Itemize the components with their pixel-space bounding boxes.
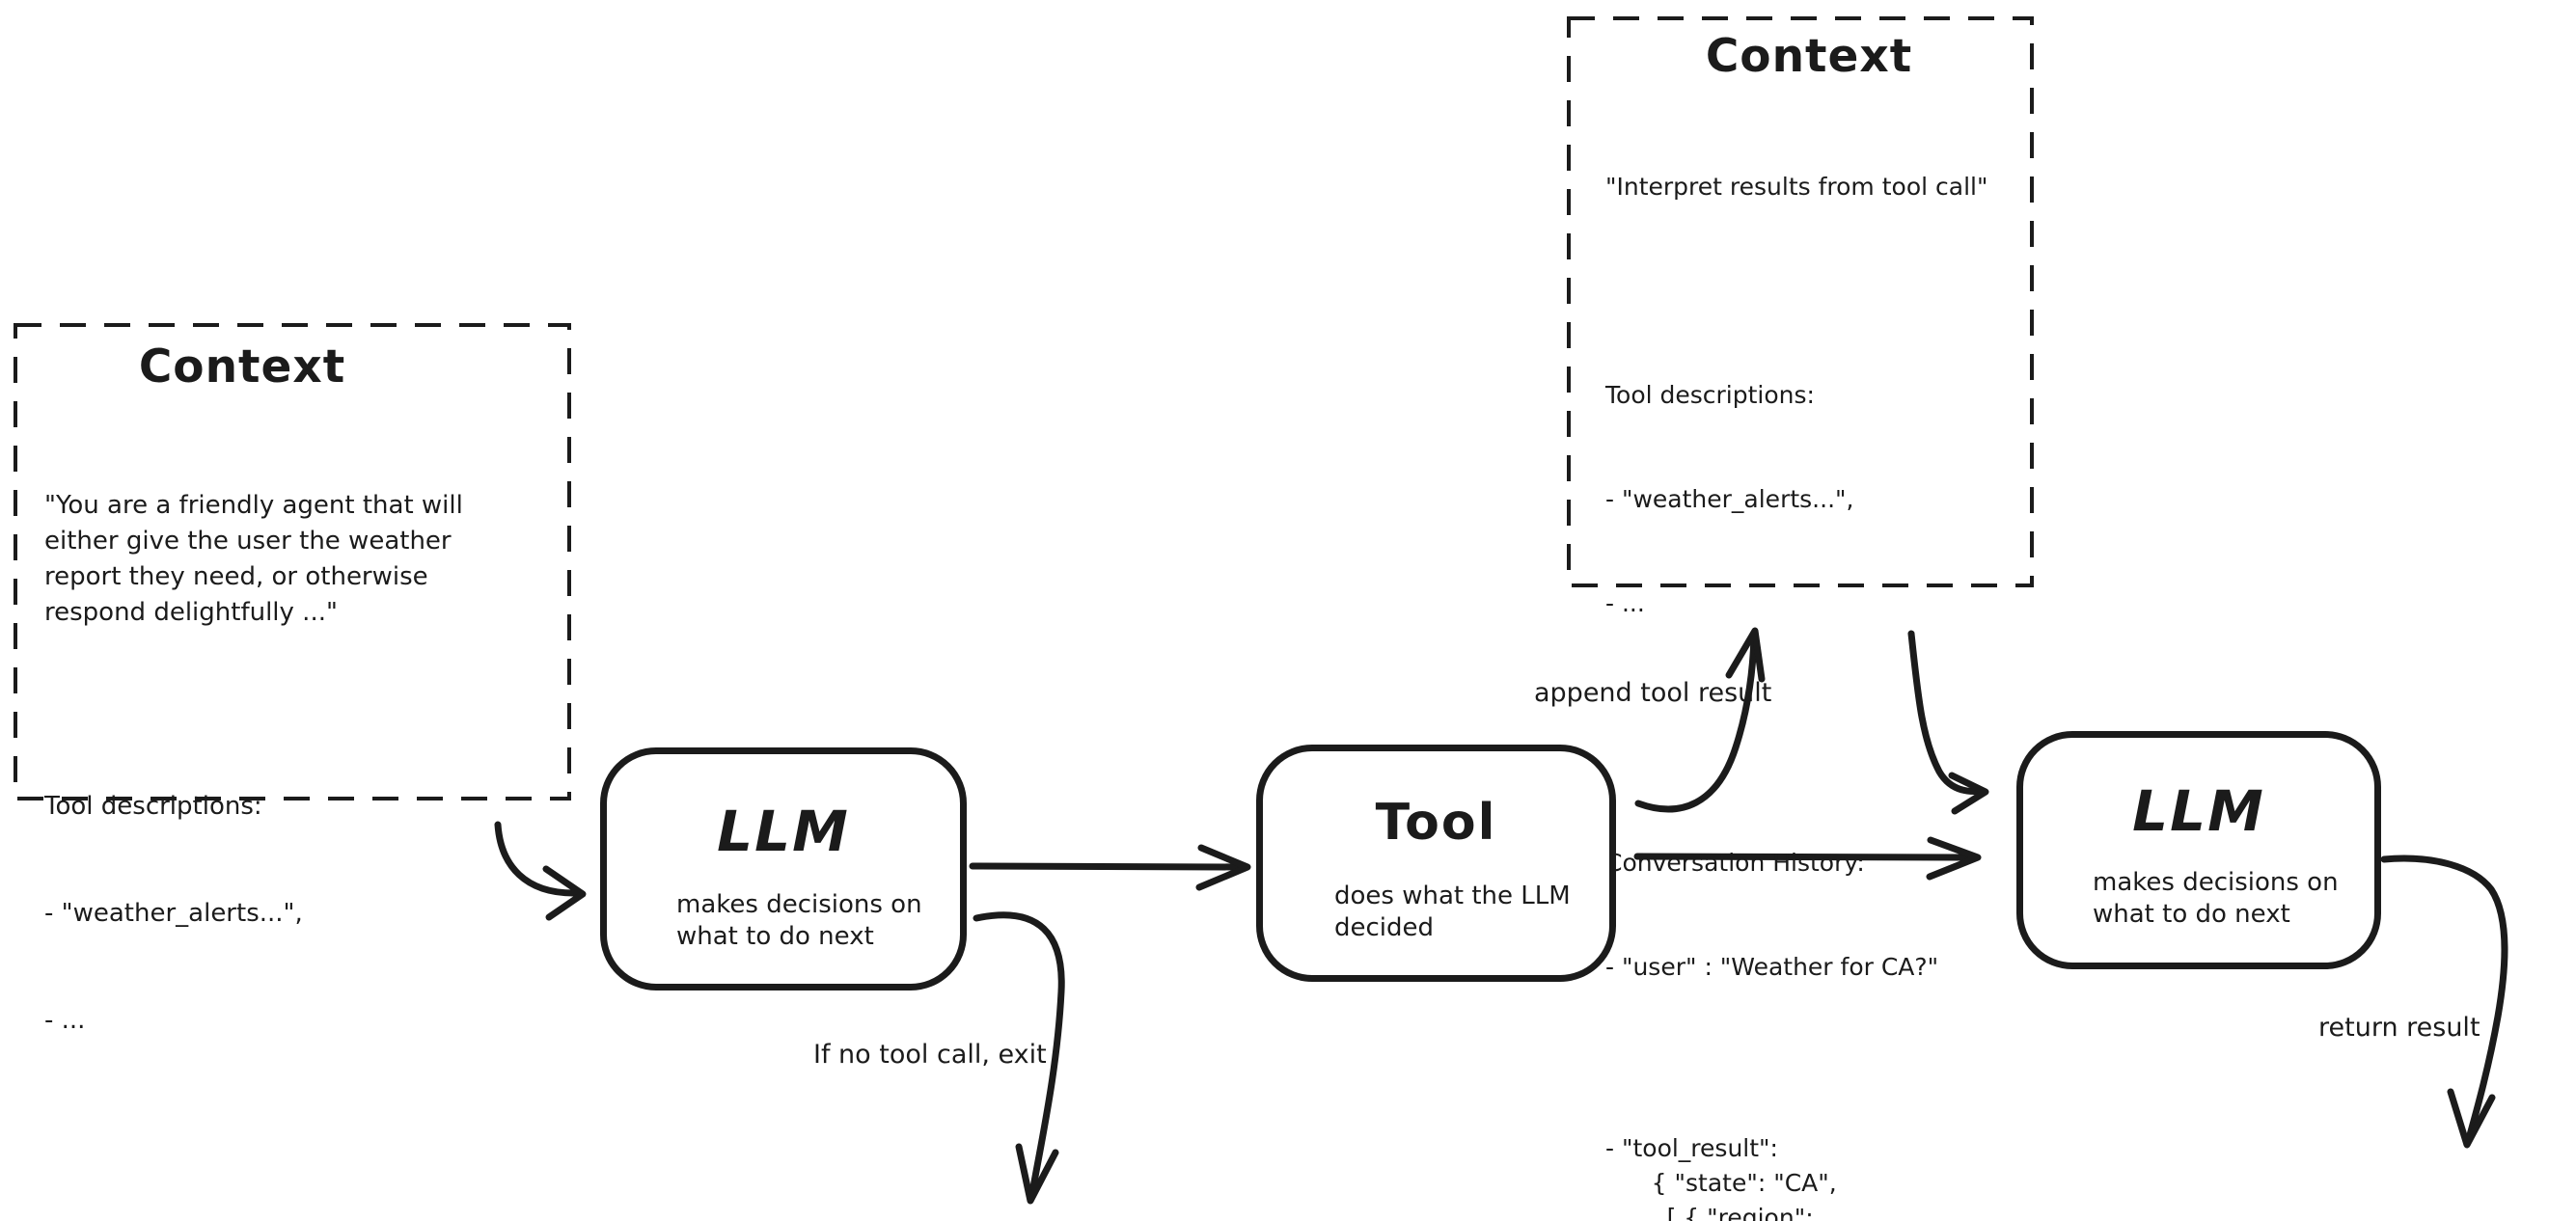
arrow-llm2-return [2380, 855, 2508, 1149]
tool-description-item: - ... [44, 1006, 86, 1035]
label-return-result: return result [2318, 1013, 2480, 1043]
llm1-subtitle: makes decisions on what to do next [676, 890, 922, 951]
context-right-title: Context [1705, 30, 1913, 83]
context-left-title: Context [138, 340, 346, 393]
context-box-left: Context "You are a friendly agent that w… [15, 325, 569, 1035]
tool-descriptions-heading: Tool descriptions: [1605, 381, 1815, 409]
llm1-title: LLM [717, 799, 850, 864]
tool-description-item: - ... [1605, 589, 1645, 617]
llm2-subtitle: makes decisions on what to do next [2093, 868, 2339, 929]
tool-result-json: - "tool_result": { "state": "CA", [ { "r… [1605, 1134, 1845, 1221]
context-box-right: Context "Interpret results from tool cal… [1569, 18, 2032, 1221]
arrow-context-left-to-llm1 [494, 821, 587, 921]
history-user-message: - "user" : "Weather for CA?" [1605, 953, 1939, 981]
tool-description-item: - "weather_alerts...", [44, 899, 303, 928]
tool-descriptions-left: Tool descriptions: - "weather_alerts..."… [44, 718, 540, 1110]
conversation-history-right: Conversation History: - "user" : "Weathe… [1605, 776, 2013, 1054]
context-right-border [1567, 16, 2034, 587]
label-no-tool-call-exit: If no tool call, exit [813, 1040, 1047, 1070]
node-llm-2: LLM makes decisions on what to do next [2016, 731, 2381, 969]
arrow-tool-to-context-right [1634, 627, 1766, 813]
history-heading: Conversation History: [1605, 849, 1865, 877]
interpret-instruction-text: "Interpret results from tool call" [1605, 173, 1988, 201]
context-left-border [14, 323, 571, 800]
arrow-llm1-to-tool [969, 844, 1251, 891]
system-prompt-text: "You are a friendly agent that will eith… [44, 491, 463, 627]
node-tool: Tool does what the LLM decided [1256, 745, 1616, 982]
conversation-history-left: Conversation History: - "user" : "Weathe… [44, 1197, 540, 1221]
arrow-llm1-exit [973, 911, 1065, 1205]
tool-subtitle: does what the LLM decided [1334, 882, 1571, 942]
tool-title: Tool [1375, 794, 1497, 852]
arrow-tool-to-llm2 [1633, 836, 1982, 881]
tool-descriptions-heading: Tool descriptions: [44, 792, 262, 821]
llm2-title: LLM [2132, 778, 2265, 844]
node-llm-1: LLM makes decisions on what to do next [600, 747, 967, 990]
tool-descriptions-right: Tool descriptions: - "weather_alerts..."… [1605, 309, 2013, 691]
tool-description-item: - "weather_alerts...", [1605, 485, 1854, 513]
arrow-context-right-to-llm2 [1907, 630, 1989, 815]
label-append-tool-result: append tool result [1534, 678, 1772, 708]
